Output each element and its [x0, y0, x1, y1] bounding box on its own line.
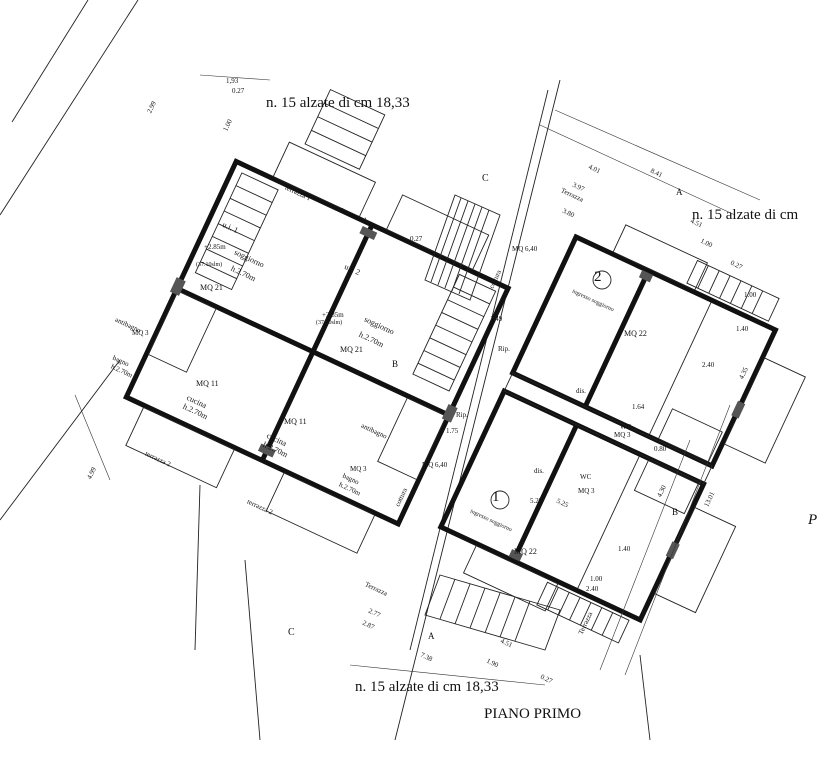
- dis-2: dis.: [576, 387, 586, 395]
- section-mark-c-top: C: [482, 173, 489, 184]
- dim-label: 1.40: [618, 545, 631, 553]
- dim-label: 1,93: [226, 77, 239, 85]
- level-a: +2.85m: [204, 243, 226, 251]
- dim-label: 1.40: [736, 325, 749, 333]
- unit-1-circle: [490, 490, 510, 510]
- cottura-1-area: MQ 6,40: [422, 461, 448, 469]
- wc-1-area: MQ 3: [578, 487, 595, 495]
- level-b-sub: (37.10slm): [316, 320, 343, 326]
- level-a-sub: (37.10slm): [196, 262, 223, 268]
- dim-label: 1.49: [490, 315, 503, 323]
- dim-label: 2.40: [586, 585, 599, 593]
- dim-label: 0.27: [232, 87, 245, 95]
- rip-1: Rip.: [456, 411, 468, 419]
- section-mark-a-bottom: A: [428, 631, 435, 641]
- dimension-lines: [74, 74, 761, 686]
- unit-2-number: 2: [594, 269, 602, 285]
- left-block: [122, 88, 512, 554]
- unit-2-circle: [592, 270, 612, 290]
- section-mark-c-bottom: C: [288, 627, 295, 638]
- edge-letter: P: [808, 512, 818, 528]
- dis-1: dis.: [534, 467, 544, 475]
- wc-1: WC: [580, 473, 592, 481]
- stair-right: [412, 273, 497, 392]
- central-stair: [424, 194, 561, 651]
- dim-label: 1.75: [446, 427, 459, 435]
- section-mark-a-top: A: [676, 187, 683, 197]
- ingresso-2-area: MQ 22: [624, 329, 647, 338]
- section-mark-b-left: B: [392, 359, 399, 369]
- drawing-title: PIANO PRIMO: [484, 706, 582, 722]
- cottura-2-area: MQ 6,40: [512, 245, 538, 253]
- ingresso-1-area: MQ 22: [514, 547, 537, 556]
- wc-2: WC: [620, 423, 632, 431]
- stair-note-right: n. 15 alzate di cm: [692, 207, 799, 223]
- dim-label: 2.40: [702, 361, 715, 369]
- dim-label: 1.00: [590, 575, 603, 583]
- stair-note-bottom: n. 15 alzate di cm 18,33: [355, 679, 499, 695]
- wc-2-area: MQ 3: [614, 431, 631, 439]
- dim-label: 1.00: [744, 291, 757, 299]
- stair-left: [194, 172, 279, 291]
- site-lines: [0, 0, 651, 741]
- bagno-b-area: MQ 3: [350, 465, 367, 473]
- cucina-a-area: MQ 11: [196, 379, 219, 388]
- soggiorno-b-area: MQ 21: [340, 345, 363, 354]
- dim-label: 5.25: [530, 497, 543, 505]
- rip-2: Rip.: [498, 345, 510, 353]
- dim-label: 0.27: [410, 235, 423, 243]
- stair-note-top: n. 15 alzate di cm 18,33: [266, 95, 410, 111]
- soggiorno-a-area: MQ 21: [200, 283, 223, 292]
- bagno-a-area: MQ 3: [132, 329, 149, 337]
- cucina-b-area: MQ 11: [284, 417, 307, 426]
- dim-label: 0.80: [654, 445, 667, 453]
- level-b: +2.85m: [322, 311, 344, 319]
- dim-label: 1.64: [632, 403, 645, 411]
- unit-1-number: 1: [492, 489, 500, 505]
- right-block: [437, 224, 806, 644]
- section-mark-b-right: B: [672, 507, 679, 517]
